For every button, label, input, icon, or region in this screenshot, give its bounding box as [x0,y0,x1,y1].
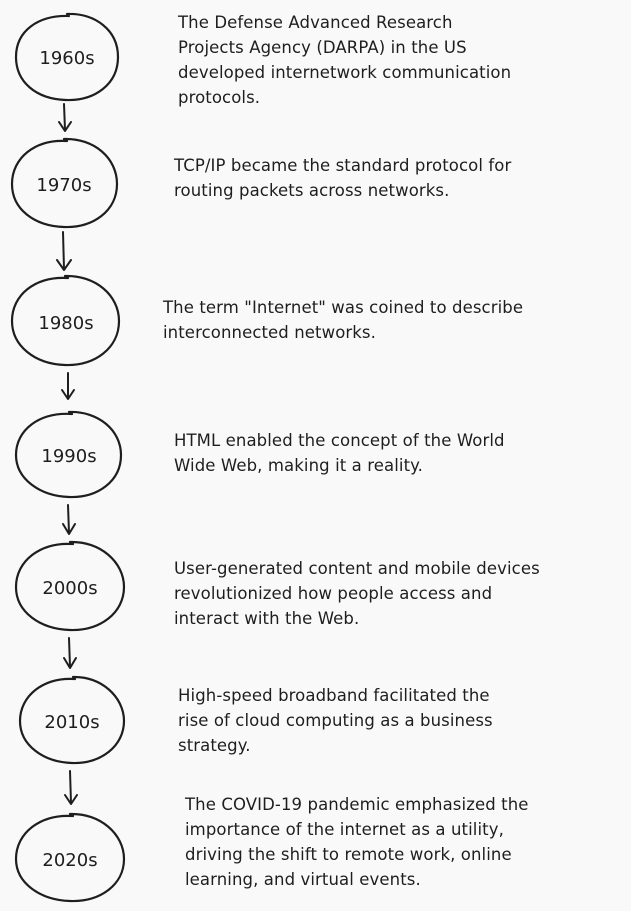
decade-node-1960s: 1960s [14,12,120,102]
description-line: learning, and virtual events. [185,870,421,889]
description-line: The term "Internet" was coined to descri… [163,298,524,317]
description-line: rise of cloud computing as a business [178,711,493,730]
arrow-1970s-to-1980s [56,231,72,271]
decade-label: 2020s [42,850,97,871]
decade-node-2000s: 2000s [14,540,126,632]
decade-label: 1960s [39,48,94,69]
description-line: driving the shift to remote work, online [185,845,512,864]
description-line: The COVID-19 pandemic emphasized the [185,795,529,814]
description-line: Projects Agency (DARPA) in the US [178,38,467,57]
description-line: developed internetwork communication [178,63,512,82]
decade-label: 1990s [41,446,96,467]
description-line: importance of the internet as a utility, [185,820,504,839]
decade-label: 1980s [38,313,93,334]
decade-node-2020s: 2020s [14,812,126,903]
description-line: interconnected networks. [163,323,376,342]
arrow-2000s-to-2010s [63,637,77,669]
decade-label: 1970s [36,175,91,196]
description-line: strategy. [178,736,251,755]
arrow-1980s-to-1990s [61,372,75,400]
decade-node-1990s: 1990s [14,410,123,499]
description-line: revolutionized how people access and [174,584,493,603]
description-1980s: The term "Internet" was coined to descri… [163,295,523,345]
description-1990s: HTML enabled the concept of the World Wi… [174,428,505,478]
description-line: Wide Web, making it a reality. [174,456,424,475]
description-line: User-generated content and mobile device… [174,559,540,578]
decade-label: 2000s [42,578,97,599]
description-line: The Defense Advanced Research [178,13,453,32]
description-1970s: TCP/IP became the standard protocol for … [174,153,511,203]
description-line: interact with the Web. [174,609,360,628]
arrow-1990s-to-2000s [62,504,76,535]
description-line: HTML enabled the concept of the World [174,431,505,450]
decade-node-1980s: 1980s [10,274,121,367]
description-line: protocols. [178,88,261,107]
description-line: High-speed broadband facilitated the [178,686,490,705]
description-line: routing packets across networks. [174,181,450,200]
description-2010s: High-speed broadband facilitated the ris… [178,683,493,758]
decade-label: 2010s [44,712,99,733]
description-line: TCP/IP became the standard protocol for [174,156,512,175]
arrow-2010s-to-2020s [64,770,78,805]
decade-node-2010s: 2010s [18,675,126,765]
decade-node-1970s: 1970s [10,137,119,229]
description-2000s: User-generated content and mobile device… [174,556,540,631]
arrow-1960s-to-1970s [58,103,72,132]
description-1960s: The Defense Advanced Research Projects A… [178,10,511,110]
description-2020s: The COVID-19 pandemic emphasized the imp… [185,792,529,892]
